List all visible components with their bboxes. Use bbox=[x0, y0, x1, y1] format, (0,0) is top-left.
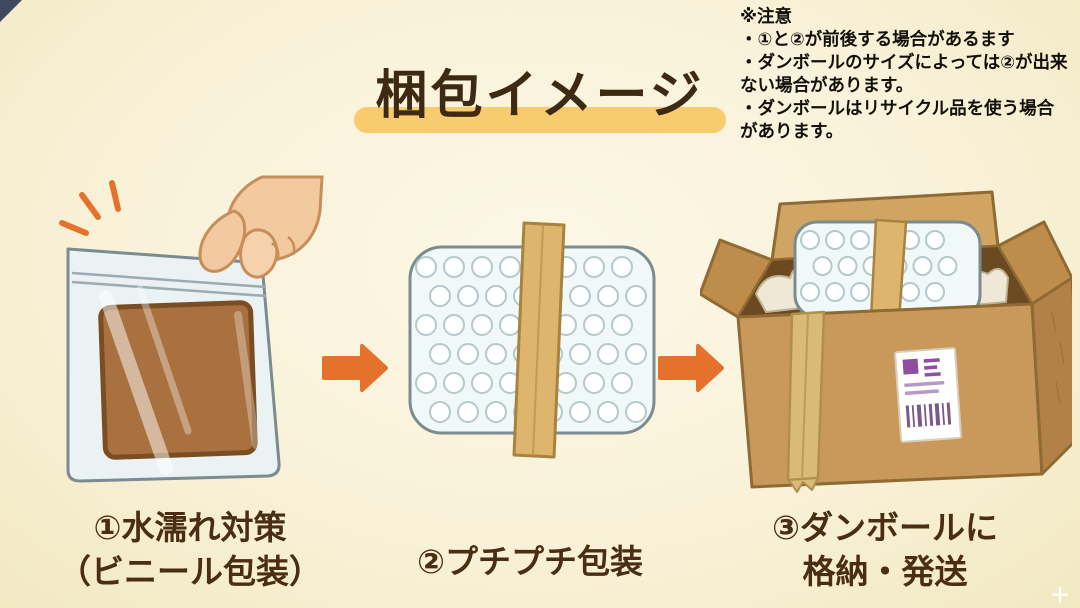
note-item-2: ・ダンボールのサイズによっては②が出来ない場合があります。 bbox=[740, 53, 1068, 97]
ziplock-bag-illustration bbox=[48, 175, 333, 505]
hand-icon bbox=[198, 175, 324, 279]
bubble-wrap-svg bbox=[408, 221, 656, 459]
notes-heading: ※注意 bbox=[740, 7, 793, 27]
step1-caption: ①水濡れ対策 （ビニール包装） bbox=[35, 506, 345, 593]
notes-block: ※注意 ・①と②が前後する場合があるます ・ダンボールのサイズによっては②が出来… bbox=[740, 6, 1070, 145]
arrow-right-icon bbox=[322, 342, 390, 394]
cardboard-box-illustration bbox=[700, 182, 1072, 504]
step3-caption-line1: ③ダンボールに bbox=[772, 508, 998, 547]
bubble-wrap-illustration bbox=[398, 205, 666, 473]
tape-band bbox=[869, 218, 908, 322]
sparkle-icon bbox=[59, 180, 121, 236]
step2-caption: ②プチプチ包装 bbox=[385, 540, 675, 584]
note-item-1: ・①と②が前後する場合があるます bbox=[740, 30, 1015, 51]
ziplock-bag-svg bbox=[59, 175, 324, 483]
step1-caption-line2: （ビニール包装） bbox=[58, 551, 322, 591]
page-title-text: 梱包イメージ bbox=[375, 66, 705, 126]
label-qr-square bbox=[902, 358, 919, 375]
step3-caption-line2: 格納・発送 bbox=[802, 551, 968, 591]
shipping-label bbox=[894, 347, 963, 443]
front-tape-strip bbox=[786, 310, 826, 493]
corrugation-lines bbox=[1051, 311, 1065, 405]
tape-band bbox=[512, 221, 566, 459]
arrow-right-icon bbox=[658, 342, 726, 394]
bag-zipper bbox=[71, 271, 267, 298]
brown-item bbox=[98, 300, 258, 460]
page-title: 梱包イメージ bbox=[348, 60, 732, 136]
title-highlight-bar bbox=[354, 107, 726, 133]
step2-caption-line1: ②プチプチ包装 bbox=[417, 542, 643, 581]
cardboard-box-svg bbox=[700, 190, 1072, 493]
plastic-shine bbox=[99, 285, 260, 475]
step3-caption: ③ダンボールに 格納・発送 bbox=[718, 506, 1052, 593]
bubble-texture bbox=[800, 230, 958, 302]
bubble-bundle-in-box bbox=[793, 218, 982, 322]
step1-caption-line1: ①水濡れ対策 bbox=[93, 508, 287, 547]
label-barcode bbox=[905, 402, 952, 428]
watermark-plus: ＋ bbox=[1050, 583, 1070, 607]
note-item-3: ・ダンボールはリサイクル品を使う場合があります。 bbox=[740, 99, 1055, 143]
box-right-wall bbox=[1030, 276, 1072, 476]
box-front-wall bbox=[736, 302, 1044, 489]
screen-corner-artifact bbox=[0, 0, 22, 22]
